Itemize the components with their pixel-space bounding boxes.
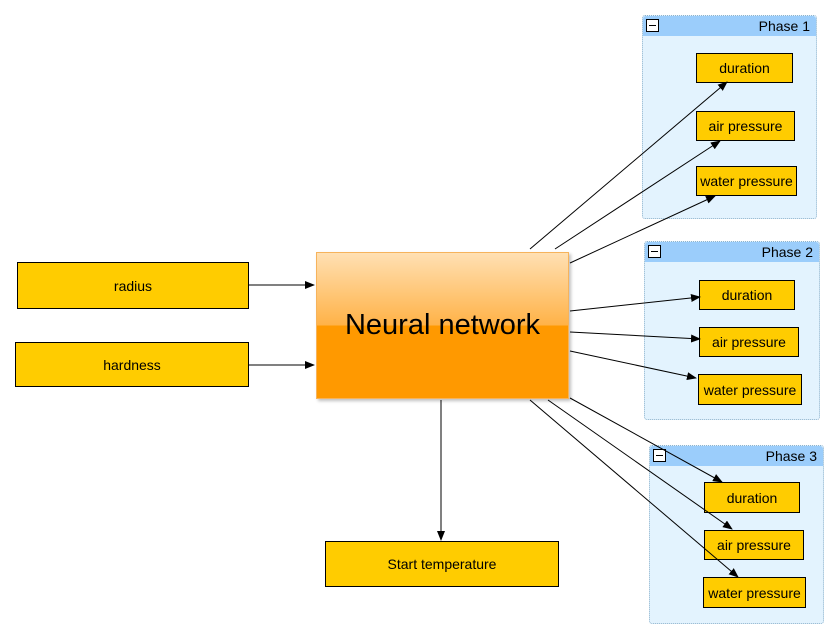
collapse-icon[interactable]	[653, 449, 666, 462]
phase-1-air-pressure-node[interactable]: air pressure	[696, 111, 795, 141]
phase-3-duration-node[interactable]: duration	[704, 482, 800, 513]
phase-3-water-pressure-node[interactable]: water pressure	[703, 577, 806, 608]
phase-2-air-pressure-node[interactable]: air pressure	[699, 327, 799, 357]
input-node-radius[interactable]: radius	[17, 262, 249, 309]
node-label: water pressure	[703, 381, 797, 398]
output-node-label: Start temperature	[387, 556, 497, 572]
node-label: water pressure	[708, 584, 801, 601]
phase-2-title: Phase 2	[761, 244, 813, 260]
neural-network-node[interactable]: Neural network	[316, 252, 569, 399]
collapse-icon[interactable]	[648, 245, 661, 258]
phase-1-duration-node[interactable]: duration	[696, 53, 793, 83]
phase-2-duration-node[interactable]: duration	[699, 280, 795, 310]
input-node-hardness[interactable]: hardness	[15, 342, 249, 387]
node-label: water pressure	[700, 173, 793, 189]
node-label: air pressure	[717, 537, 791, 553]
phase-1-title: Phase 1	[758, 18, 810, 34]
collapse-icon[interactable]	[646, 19, 659, 32]
phase-1-water-pressure-node[interactable]: water pressure	[696, 166, 797, 196]
phase-2-header: Phase 2	[645, 242, 819, 262]
node-label: air pressure	[708, 118, 783, 134]
node-label: duration	[719, 60, 770, 76]
node-label: air pressure	[712, 334, 786, 350]
neural-network-label: Neural network	[344, 309, 541, 341]
phase-3-header: Phase 3	[650, 446, 823, 466]
phase-1-header: Phase 1	[643, 16, 816, 36]
input-node-label: hardness	[103, 356, 161, 373]
node-label: duration	[721, 287, 773, 303]
input-node-label: radius	[113, 277, 153, 294]
output-node-start-temperature[interactable]: Start temperature	[325, 541, 559, 587]
node-label: duration	[726, 489, 778, 506]
phase-2-water-pressure-node[interactable]: water pressure	[698, 374, 802, 405]
phase-3-title: Phase 3	[765, 448, 817, 464]
phase-3-air-pressure-node[interactable]: air pressure	[704, 530, 804, 560]
